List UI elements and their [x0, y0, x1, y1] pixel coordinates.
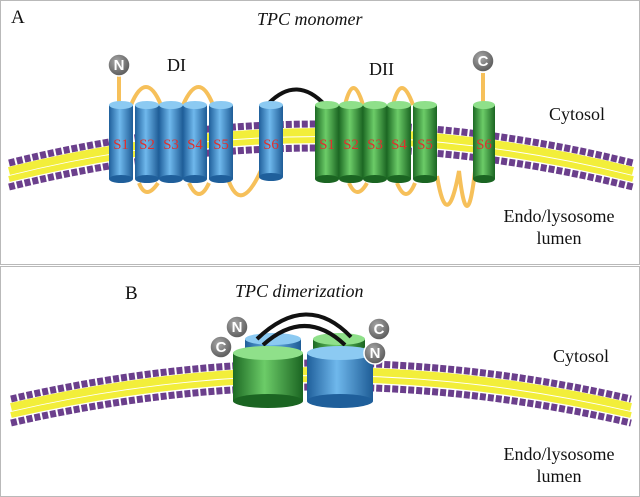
segment-d2-s4-label: S4 — [391, 137, 407, 153]
segment-d2-s1: S1 — [315, 101, 339, 183]
domain-2-segments: S1 S2 S3 S4 — [315, 101, 495, 183]
lumen-label-b-line-1: Endo/lysosome — [503, 444, 615, 464]
c-terminus-left: C — [209, 335, 233, 359]
segment-d1-s3: S3 — [159, 101, 183, 183]
front-blue-subunit — [307, 346, 373, 408]
segment-d1-s4-label: S4 — [187, 137, 203, 153]
domain-2-label: DII — [369, 59, 394, 79]
segment-d1-s4: S4 — [183, 101, 207, 183]
segment-d1-s2: S2 — [135, 101, 159, 183]
segment-d1-s6: S6 — [259, 101, 283, 181]
cytosol-label-b: Cytosol — [553, 346, 610, 366]
panel-b-illustration: N C C N — [10, 312, 632, 427]
n-terminus-left-label: N — [232, 319, 243, 336]
lumen-label-b: Endo/lysosome lumen — [485, 443, 633, 487]
n-terminus-marker: N — [107, 53, 131, 77]
segment-d1-s5: S5 — [209, 101, 233, 183]
n-terminus-label: N — [114, 57, 125, 74]
c-terminus-right-label: C — [374, 321, 385, 338]
c-terminus-left-label: C — [216, 339, 227, 356]
segment-d2-s3-label: S3 — [367, 137, 383, 153]
panel-a-illustration: S1 S2 S3 S4 — [8, 49, 634, 208]
segment-d2-s5: S5 — [413, 101, 437, 183]
panel-b-letter: B — [125, 283, 138, 304]
segment-d2-s2: S2 — [339, 101, 363, 183]
n-terminus-right: N — [363, 341, 387, 365]
lumen-label-line-2: lumen — [536, 228, 582, 248]
c-terminus-right: C — [367, 317, 391, 341]
segment-d2-s3: S3 — [363, 101, 387, 183]
panel-b: N C C N B TPC dimerization Cytosol Endo/… — [0, 266, 640, 497]
front-green-subunit — [233, 346, 303, 408]
pore-loop-1 — [255, 312, 353, 341]
c-terminus-label: C — [478, 53, 489, 70]
segment-d2-s4: S4 — [387, 101, 411, 183]
n-terminus-left: N — [225, 315, 249, 339]
pore-loop — [267, 87, 327, 107]
segment-d1-s2-label: S2 — [139, 137, 155, 153]
segment-d1-s3-label: S3 — [163, 137, 179, 153]
segment-d2-s1-label: S1 — [319, 137, 335, 153]
cytosol-label: Cytosol — [549, 104, 606, 124]
segment-d1-s1-label: S1 — [113, 137, 129, 153]
panel-a-letter: A — [11, 7, 25, 28]
segment-d1-s5-label: S5 — [213, 137, 229, 153]
segment-d1-s1: S1 — [109, 101, 133, 183]
lumen-label-b-line-2: lumen — [536, 466, 582, 486]
domain-1-segments: S1 S2 S3 S4 — [109, 101, 283, 183]
panel-a: S1 S2 S3 S4 — [0, 0, 640, 265]
segment-d1-s6-label: S6 — [263, 137, 279, 153]
lumen-label: Endo/lysosome lumen — [485, 205, 633, 249]
c-terminus-marker: C — [471, 49, 495, 73]
pore-loop-2 — [261, 324, 347, 347]
segment-d2-s2-label: S2 — [343, 137, 359, 153]
panel-a-title: TPC monomer — [257, 9, 363, 29]
panel-b-title: TPC dimerization — [235, 281, 364, 301]
domain-1-label: DI — [167, 55, 186, 75]
segment-d2-s6: S6 — [473, 101, 495, 183]
lumen-label-line-1: Endo/lysosome — [503, 206, 615, 226]
n-terminus-right-label: N — [370, 345, 381, 362]
segment-d2-s6-label: S6 — [476, 137, 492, 153]
segment-d2-s5-label: S5 — [417, 137, 433, 153]
